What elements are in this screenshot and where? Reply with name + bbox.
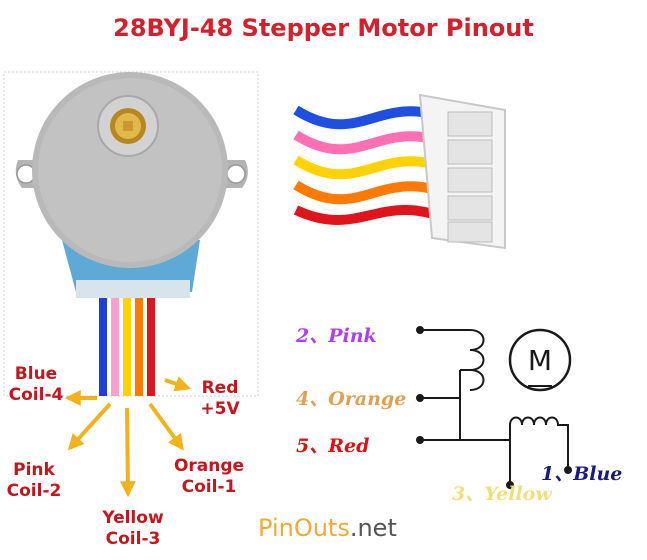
schematic-label-yellow: 3、Yellow [452, 483, 552, 505]
watermark-net: .net [349, 514, 397, 542]
label-red-wire: Red +5V [192, 378, 248, 420]
pinouts-watermark: PinOuts.net [258, 514, 397, 542]
page-title: 28BYJ-48 Stepper Motor Pinout [113, 14, 534, 42]
label-coil3: Coil-3 [105, 529, 161, 549]
label-yellow: Yellow [102, 508, 164, 528]
pin-arrows [64, 376, 192, 498]
connector-photo [293, 60, 642, 250]
label-5v: +5V [200, 399, 240, 419]
watermark-pin: Pin [258, 514, 294, 542]
label-pink: Pink [13, 460, 55, 480]
label-blue: Blue [14, 364, 58, 384]
schematic-label-orange: 4、Orange [296, 388, 406, 410]
label-blue-wire: Blue Coil-4 [8, 364, 64, 406]
label-coil1: Coil-1 [181, 477, 237, 497]
schematic-label-blue: 1、Blue [541, 463, 622, 485]
watermark-outs: Outs [293, 514, 350, 542]
label-coil4: Coil-4 [8, 385, 64, 405]
label-yellow-wire: Yellow Coil-3 [96, 508, 170, 550]
schematic-label-pink: 2、Pink [295, 325, 377, 347]
label-orange: Orange [173, 456, 245, 476]
coil-schematic [416, 326, 572, 489]
label-red: Red [201, 378, 239, 398]
motor-symbol-label: M [528, 344, 552, 377]
label-coil2: Coil-2 [6, 481, 62, 501]
label-orange-wire: Orange Coil-1 [172, 456, 246, 498]
schematic-label-red: 5、Red [296, 435, 369, 457]
motor-wires [99, 298, 155, 396]
motor-illustration [15, 72, 248, 298]
label-pink-wire: Pink Coil-2 [0, 460, 68, 502]
